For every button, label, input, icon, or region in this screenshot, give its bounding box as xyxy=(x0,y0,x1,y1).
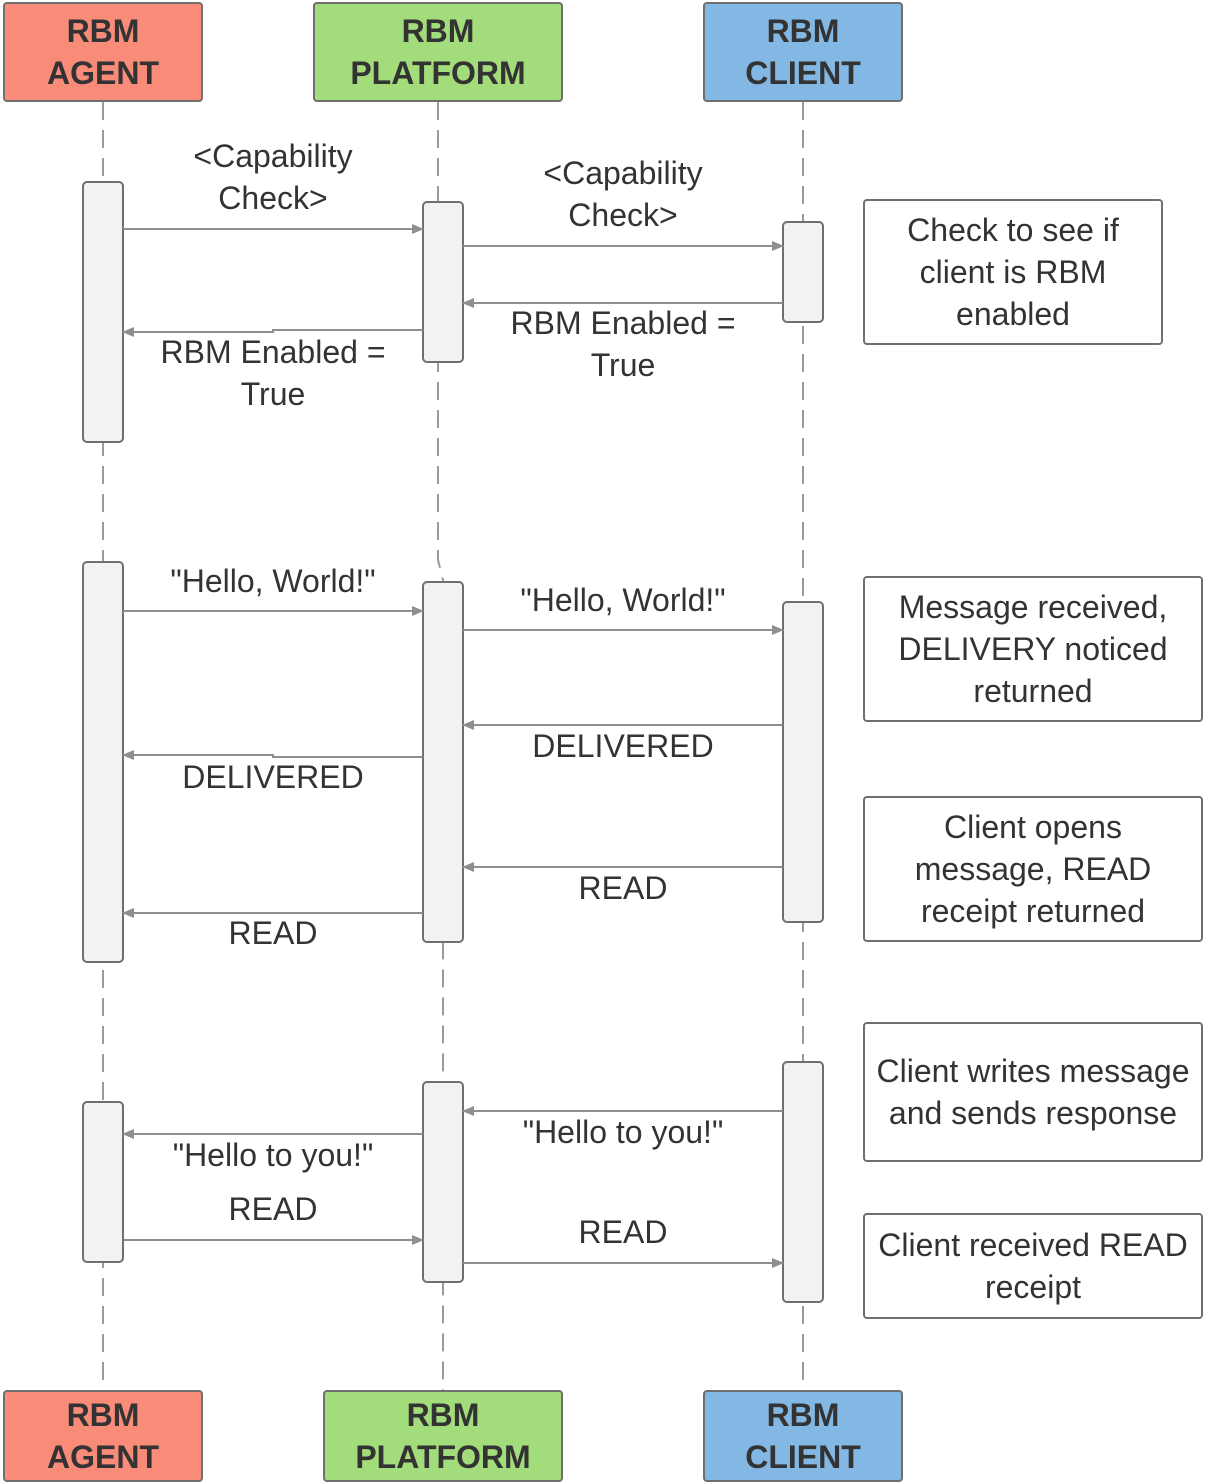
activation-agent-3 xyxy=(82,1101,124,1263)
label-delivered-2: DELIVERED xyxy=(532,728,714,764)
actor-agent-top: RBM AGENT xyxy=(3,2,203,102)
label-read-4: READ xyxy=(578,1214,668,1250)
label-hello-you-2: "Hello to you!" xyxy=(522,1114,724,1150)
activation-client-1 xyxy=(782,221,824,323)
activation-agent-2 xyxy=(82,561,124,963)
label-hello-world-1: "Hello, World!" xyxy=(170,563,376,599)
actor-client-line1: RBM xyxy=(766,13,840,49)
activation-agent-1 xyxy=(82,181,124,443)
actor-agent-line2: AGENT xyxy=(47,1439,159,1475)
label-cap-check-2: <Capability Check> xyxy=(543,155,703,233)
label-read-2: READ xyxy=(578,870,668,906)
actor-client-line2: CLIENT xyxy=(745,55,861,91)
label-delivered-1: DELIVERED xyxy=(182,759,364,795)
actor-agent-line1: RBM xyxy=(66,1397,140,1433)
activation-platform-1 xyxy=(422,201,464,363)
note-received: Client received READ receipt xyxy=(863,1213,1203,1319)
actor-client-line2: CLIENT xyxy=(745,1439,861,1475)
actor-platform-bottom: RBM PLATFORM xyxy=(323,1390,563,1482)
label-rbm-enabled-1: RBM Enabled = True xyxy=(160,334,386,412)
label-read-1: READ xyxy=(228,915,318,951)
activation-client-3 xyxy=(782,1061,824,1303)
label-cap-check-1: <Capability Check> xyxy=(193,138,353,216)
activation-client-2 xyxy=(782,601,824,923)
arrow-delivered-platform-agent xyxy=(122,750,423,760)
note-response: Client writes message and sends response xyxy=(863,1022,1203,1162)
actor-client-top: RBM CLIENT xyxy=(703,2,903,102)
activation-platform-2 xyxy=(422,581,464,943)
actor-agent-line2: AGENT xyxy=(47,55,159,91)
actor-platform-line1: RBM xyxy=(401,13,475,49)
actor-platform-line2: PLATFORM xyxy=(350,55,526,91)
actor-client-line1: RBM xyxy=(766,1397,840,1433)
note-read-receipt: Client opens message, READ receipt retur… xyxy=(863,796,1203,942)
note-delivery: Message received, DELIVERY noticed retur… xyxy=(863,576,1203,722)
actor-platform-line1: RBM xyxy=(406,1397,480,1433)
label-hello-you-1: "Hello to you!" xyxy=(172,1137,374,1173)
activation-platform-3 xyxy=(422,1081,464,1283)
arrow-enabled-platform-agent xyxy=(122,327,423,337)
label-hello-world-2: "Hello, World!" xyxy=(520,582,726,618)
actor-platform-top: RBM PLATFORM xyxy=(313,2,563,102)
label-rbm-enabled-2: RBM Enabled = True xyxy=(510,305,736,383)
label-read-3: READ xyxy=(228,1191,318,1227)
actor-platform-line2: PLATFORM xyxy=(355,1439,531,1475)
actor-client-bottom: RBM CLIENT xyxy=(703,1390,903,1482)
actor-agent-bottom: RBM AGENT xyxy=(3,1390,203,1482)
actor-agent-line1: RBM xyxy=(66,13,140,49)
note-capability-check: Check to see if client is RBM enabled xyxy=(863,199,1163,345)
